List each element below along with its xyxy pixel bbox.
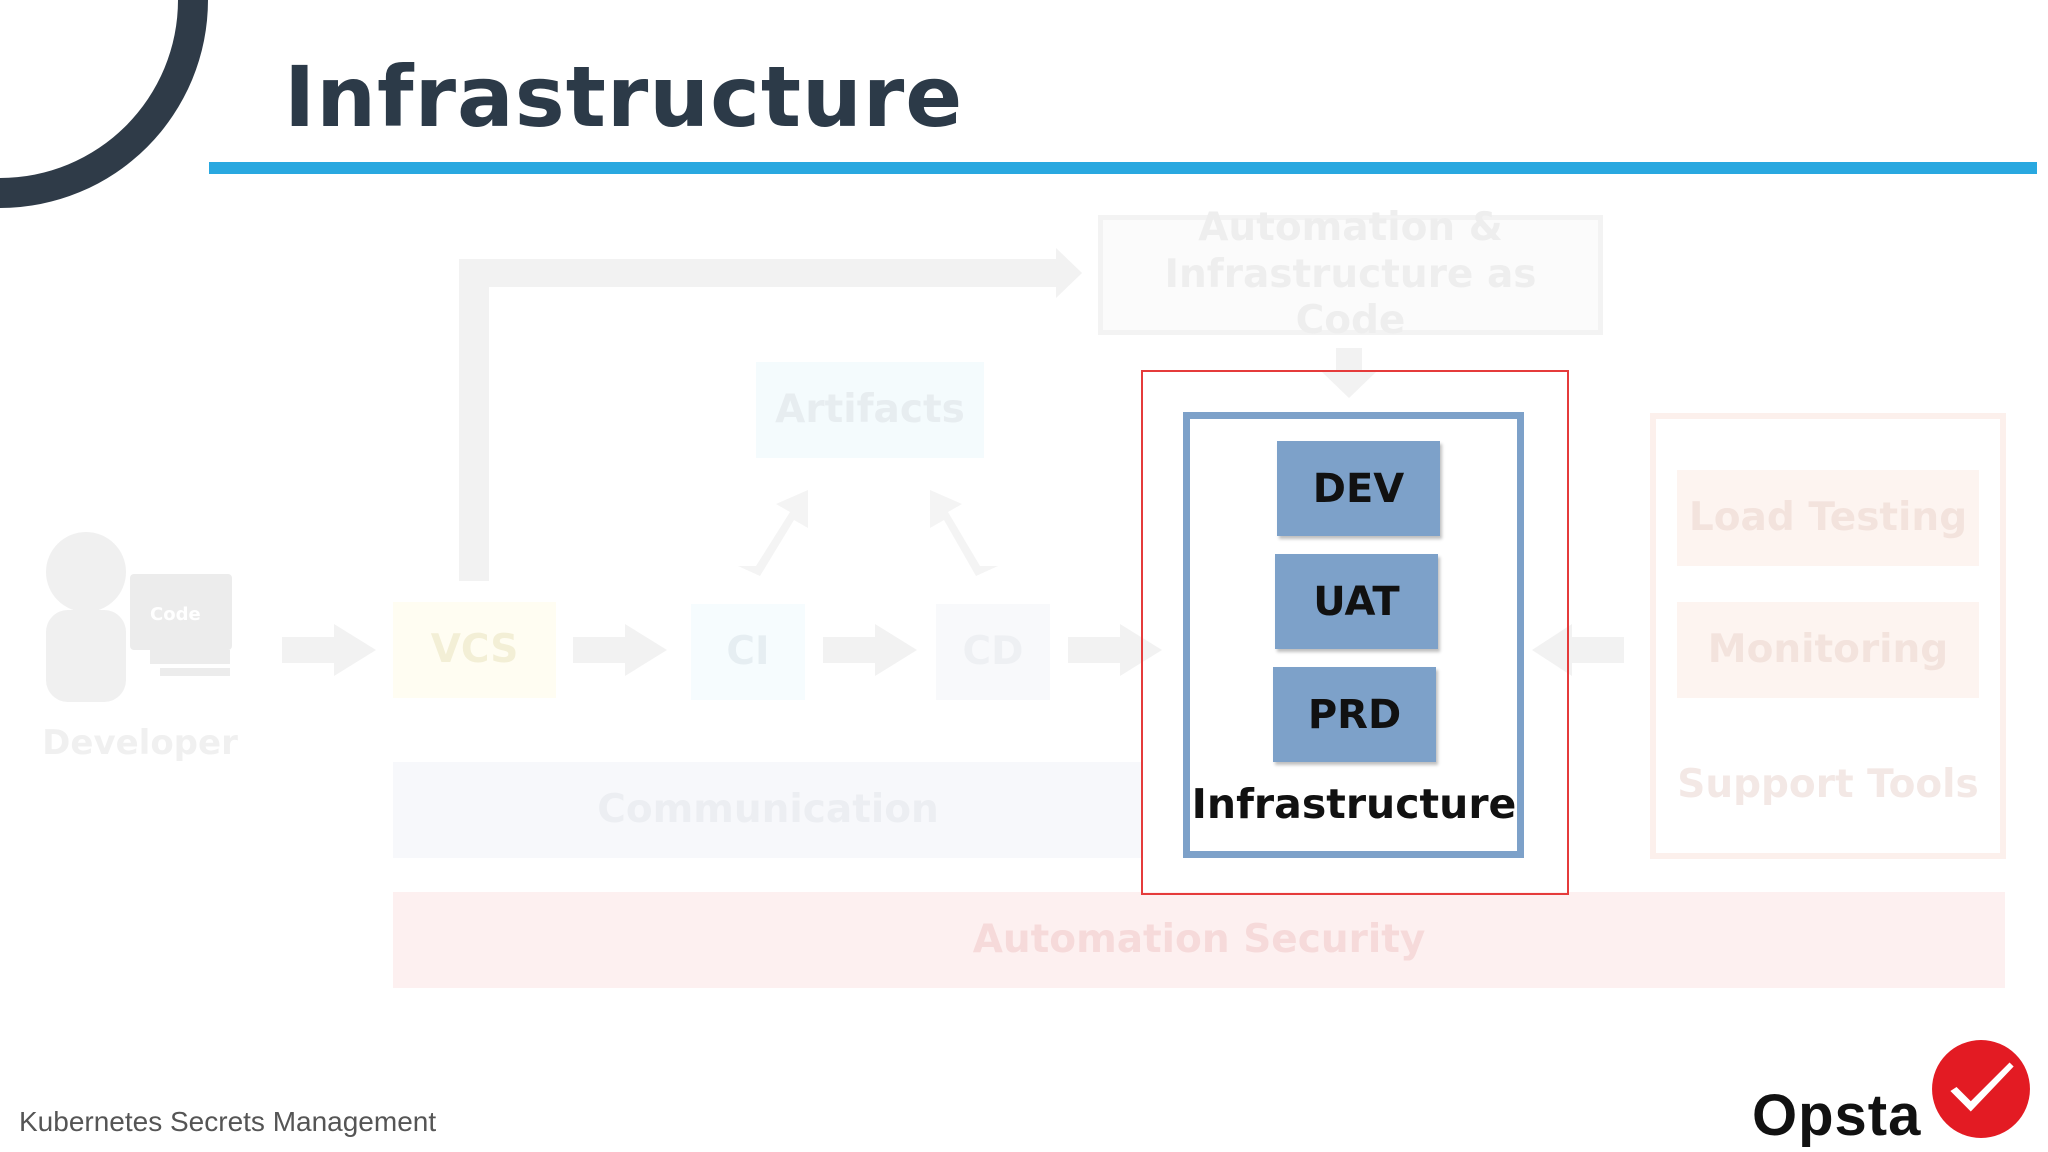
developer-label: Developer [42,722,238,763]
env-dev-box: DEV [1277,441,1440,536]
footer-text: Kubernetes Secrets Management [19,1106,437,1137]
opsta-logo-text: Opsta [1752,1083,1922,1148]
load-testing-box: Load Testing [1677,470,1979,566]
vcs-box: VCS [393,602,556,698]
monitoring-box: Monitoring [1677,602,1979,698]
cd-box: CD [936,604,1050,700]
support-tools-label: Support Tools [1677,761,1979,807]
opsta-check-icon [1932,1040,2030,1138]
infrastructure-label: Infrastructure [1191,780,1517,828]
automation-security-box: Automation Security [393,892,2005,988]
developer-figure [46,532,232,702]
page-title: Infrastructure [284,48,964,146]
env-uat-box: UAT [1275,554,1438,649]
developer-screen-label: Code [150,604,201,625]
communication-box: Communication [393,762,1143,858]
title-underline [209,162,2037,174]
corner-arc-decoration [0,0,208,208]
highlight-frame [1141,370,1569,895]
ci-box: CI [691,604,805,700]
artifacts-box: Artifacts [756,362,984,458]
automation-iac-box: Automation & Infrastructure as Code [1098,205,1603,343]
env-prd-box: PRD [1273,667,1436,762]
